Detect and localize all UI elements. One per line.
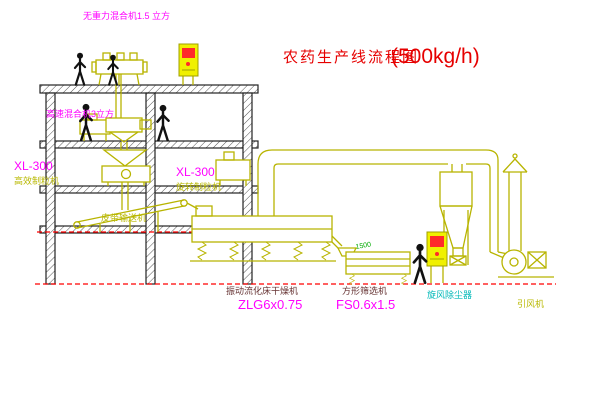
- building-frame: [39, 84, 259, 285]
- equipment-labels: 无重力混合机1.5 立方 高速混合机3立方 XL-300 高效制粒机 XL-30…: [14, 10, 544, 312]
- label-sieve-model: FS0.6x1.5: [336, 297, 395, 312]
- label-granulator-mid-model: XL-300: [176, 165, 215, 179]
- control-cabinet-cyclone: [426, 231, 448, 283]
- square-sieve: [336, 247, 411, 286]
- diagram-capacity: (500kg/h): [391, 45, 480, 68]
- exhaust-stack: [502, 153, 528, 240]
- exhaust-duct: [257, 149, 499, 252]
- label-fan: 引风机: [517, 298, 544, 309]
- label-belt-conveyor: 皮带输送机: [101, 212, 146, 223]
- dimension-label: 1500: [355, 241, 372, 251]
- gravity-mixer: [91, 52, 148, 118]
- worker-floor2-right: [156, 103, 170, 142]
- label-dryer-name: 振动流化床干燥机: [226, 285, 298, 296]
- label-gravity-mixer: 无重力混合机1.5 立方: [83, 10, 170, 21]
- label-granulator-left-model: XL-300: [14, 159, 53, 173]
- fluid-bed-dryer: [190, 205, 343, 262]
- worker-ground: [412, 242, 428, 285]
- label-cyclone: 旋风除尘器: [427, 289, 472, 300]
- control-cabinet-top: [178, 43, 199, 85]
- label-granulator-mid-name: 旋转制粒机: [176, 181, 221, 192]
- cyclone: [439, 171, 473, 266]
- belt-conveyor: [73, 199, 199, 232]
- granulator-left-machine: [105, 117, 152, 150]
- induced-draft-fan: [489, 240, 554, 278]
- label-high-speed-mixer: 高速混合机3立方: [46, 108, 114, 119]
- granulator-feed-hopper: [101, 149, 151, 210]
- granulator-mid-machine: [215, 151, 251, 186]
- label-granulator-left-name: 高效制粒机: [14, 175, 59, 186]
- diagram-title: 农药生产线流程图: [283, 49, 419, 66]
- label-sieve-name: 方形筛选机: [342, 285, 387, 296]
- worker-roof-left: [73, 51, 87, 86]
- label-dryer-model: ZLG6x0.75: [238, 297, 302, 312]
